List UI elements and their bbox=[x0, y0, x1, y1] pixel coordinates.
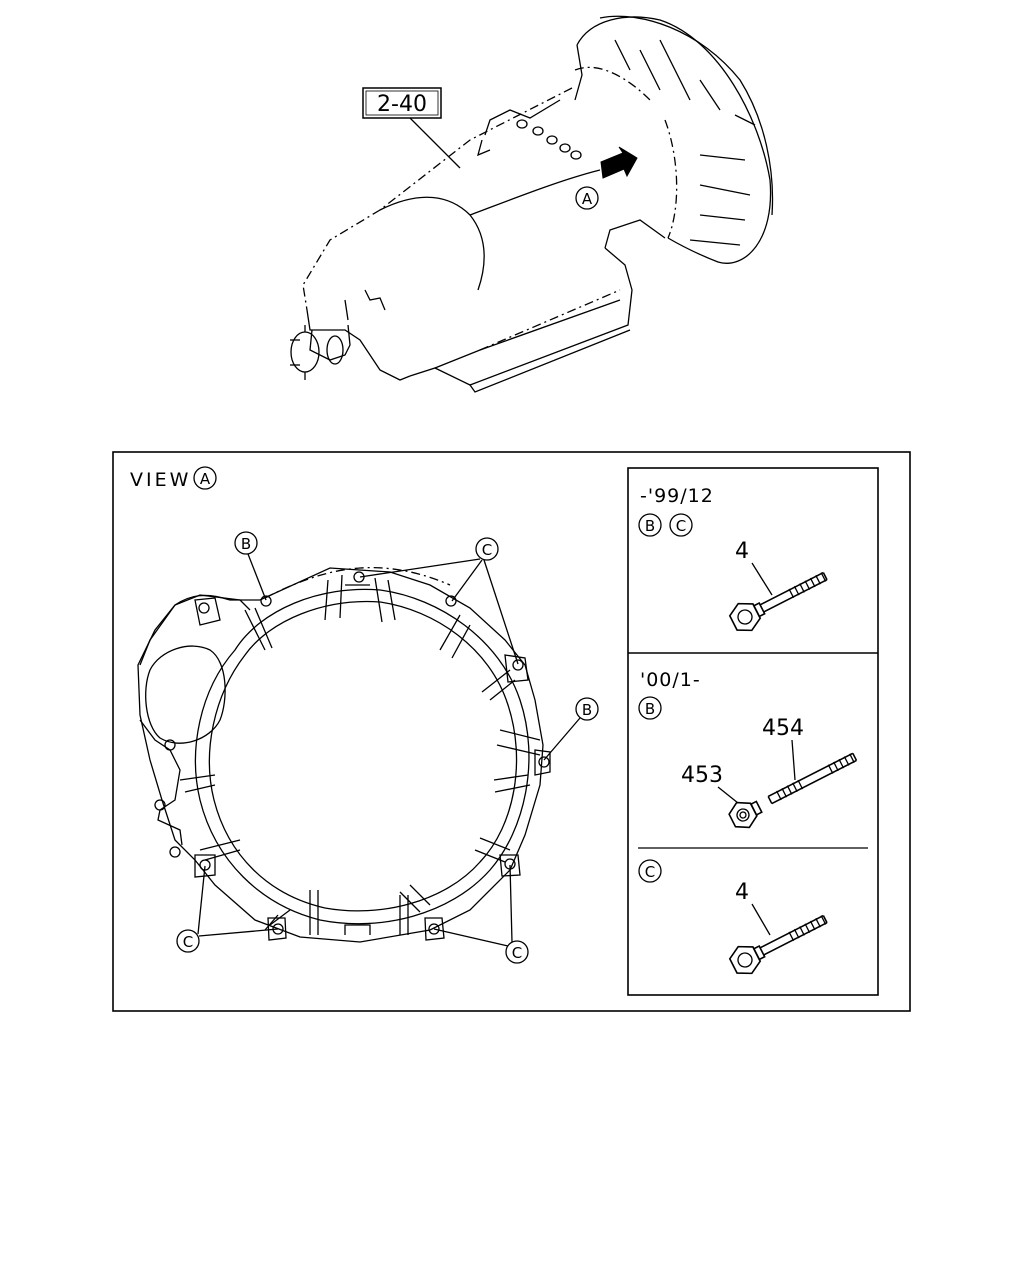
callout-c-top: C bbox=[359, 537, 519, 665]
view-direction-arrow bbox=[600, 146, 638, 179]
ref-label-leader bbox=[409, 117, 461, 169]
ref-label-box: 2-40 bbox=[362, 87, 461, 169]
callout-b-right-text: B bbox=[582, 701, 592, 719]
section1-marker-c-text: C bbox=[676, 517, 686, 535]
transmission-assembly-drawing: 2-40 A bbox=[290, 15, 774, 393]
view-title-marker: A bbox=[193, 466, 217, 490]
view-a-marker: A bbox=[575, 186, 599, 210]
callout-b-upper-left: B bbox=[234, 531, 267, 601]
parts-section-2: '00/1- B 454 453 bbox=[638, 669, 858, 829]
hex-bolt-icon bbox=[728, 914, 828, 975]
callout-c-bottom-left: C bbox=[176, 865, 279, 953]
transmission-case bbox=[302, 87, 666, 393]
section3-leader bbox=[751, 903, 771, 936]
bell-housing bbox=[574, 15, 774, 264]
output-yoke bbox=[290, 324, 351, 380]
section1-marker-b-text: B bbox=[645, 517, 655, 535]
section2-marker-b-text: B bbox=[645, 700, 655, 718]
callout-c-bottom-right-text: C bbox=[512, 944, 522, 962]
section1-date: -'99/12 bbox=[640, 485, 714, 507]
section3-marker-c: C bbox=[638, 859, 662, 883]
section2-part-b: 453 bbox=[681, 763, 723, 788]
callout-b-upper-left-text: B bbox=[241, 535, 251, 553]
hex-nut-icon bbox=[728, 800, 763, 829]
callout-c-top-text: C bbox=[482, 541, 492, 559]
section2-marker-b: B bbox=[638, 696, 662, 720]
parts-section-3: C 4 bbox=[638, 859, 828, 975]
section1-leader bbox=[751, 562, 773, 596]
bell-housing-face bbox=[137, 566, 551, 943]
section3-marker-c-text: C bbox=[645, 863, 655, 881]
view-title-text: VIEW bbox=[130, 469, 191, 491]
section2-part-a: 454 bbox=[762, 716, 804, 741]
hex-bolt-icon bbox=[728, 571, 828, 632]
callout-c-bottom-right: C bbox=[433, 864, 529, 964]
view-a-panel: VIEW A bbox=[130, 466, 599, 964]
parts-panel: -'99/12 B C 4 bbox=[627, 467, 879, 996]
section1-marker-b: B bbox=[638, 513, 662, 537]
section1-part-no: 4 bbox=[735, 539, 749, 564]
section2-date: '00/1- bbox=[640, 669, 701, 691]
callout-c-bottom-left-text: C bbox=[183, 933, 193, 951]
section2-leader-b bbox=[717, 786, 739, 804]
stud-bolt-icon bbox=[767, 752, 858, 805]
callout-b-right: B bbox=[543, 697, 599, 761]
view-title-marker-text: A bbox=[200, 470, 211, 488]
view-a-marker-text: A bbox=[582, 190, 593, 208]
parts-section-1: -'99/12 B C 4 bbox=[638, 485, 828, 632]
section1-marker-c: C bbox=[669, 513, 693, 537]
section2-leader-a bbox=[791, 739, 796, 781]
view-frame bbox=[112, 451, 911, 1012]
section3-part-no: 4 bbox=[735, 880, 749, 905]
ref-label-text: 2-40 bbox=[377, 92, 427, 117]
